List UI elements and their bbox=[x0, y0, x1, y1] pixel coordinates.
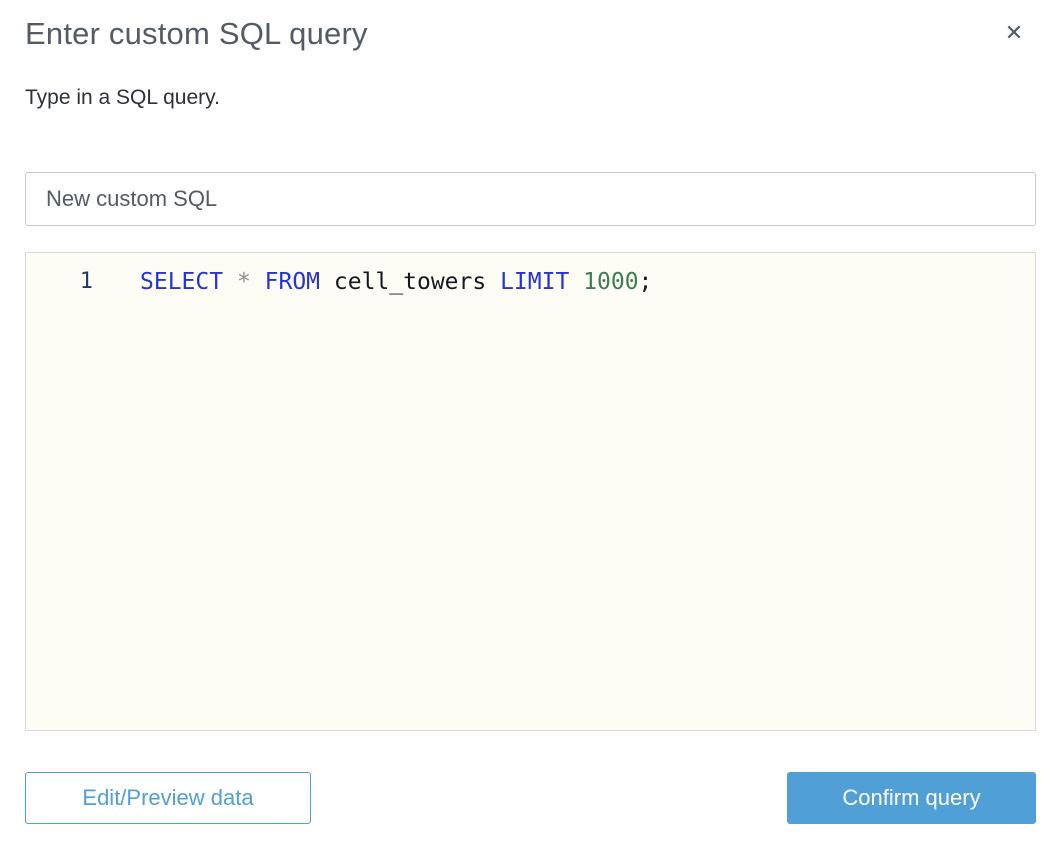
sql-table-name: cell_towers bbox=[333, 269, 501, 295]
close-icon: ✕ bbox=[1004, 20, 1024, 45]
dialog-subtitle: Type in a SQL query. bbox=[25, 86, 220, 109]
sql-semicolon: ; bbox=[638, 269, 653, 295]
edit-preview-data-label: Edit/Preview data bbox=[82, 785, 254, 810]
confirm-query-button[interactable]: Confirm query bbox=[787, 772, 1036, 824]
sql-keyword-select: SELECT bbox=[140, 269, 237, 295]
sql-number-literal: 1000 bbox=[583, 269, 639, 295]
code-row: 1 SELECT * FROM cell_towers LIMIT 1000; bbox=[26, 267, 1035, 297]
close-button[interactable]: ✕ bbox=[999, 18, 1029, 48]
sql-code-line[interactable]: SELECT * FROM cell_towers LIMIT 1000; bbox=[140, 267, 652, 297]
sql-star-operator: * bbox=[236, 269, 265, 295]
sql-code-editor[interactable]: 1 SELECT * FROM cell_towers LIMIT 1000; bbox=[25, 252, 1036, 731]
custom-sql-name-input[interactable] bbox=[25, 172, 1036, 226]
sql-keyword-from: FROM bbox=[264, 269, 334, 295]
line-number: 1 bbox=[79, 269, 93, 294]
confirm-query-label: Confirm query bbox=[842, 785, 981, 810]
page-title: Enter custom SQL query bbox=[25, 16, 368, 51]
sql-keyword-limit: LIMIT bbox=[500, 269, 584, 295]
edit-preview-data-button[interactable]: Edit/Preview data bbox=[25, 772, 311, 824]
